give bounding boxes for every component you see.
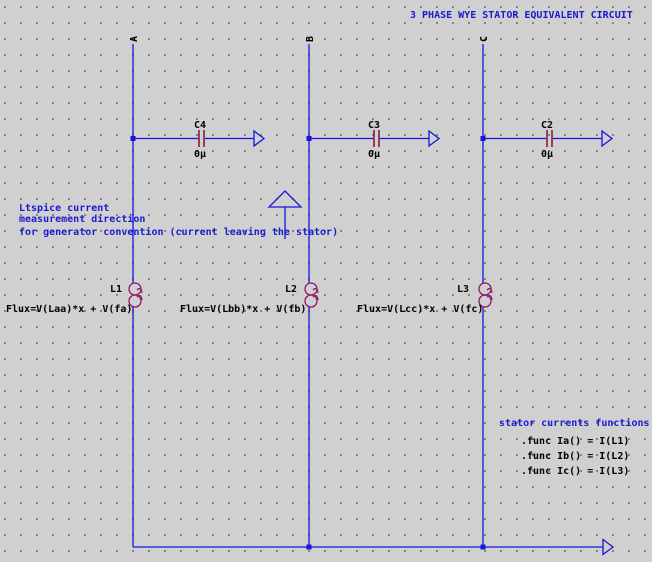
l3-inductor-symbol[interactable] [478, 282, 493, 308]
l3-name-label: L3 [457, 284, 469, 295]
phase-a-branch[interactable]: A C4 0µ L1 Flux=V(Laa)*x + V(fa) [6, 36, 266, 547]
l1-inductor-symbol[interactable] [128, 282, 143, 308]
l2-coil-lower [304, 294, 318, 308]
l1-name-label: L1 [110, 284, 122, 295]
c2-value-label: 0µ [541, 149, 553, 160]
l2-inductor-symbol[interactable] [304, 282, 319, 308]
phase-b-branch[interactable]: B C3 0µ L2 Flux=V(Lbb)*x + V(fb) [180, 36, 441, 547]
current-direction-arrow [267, 190, 303, 239]
c3-value-label: 0µ [368, 149, 380, 160]
phase-b-net-label: B [305, 36, 316, 42]
phase-b-port-arrow[interactable] [428, 129, 441, 148]
func-ic-directive[interactable]: .func Ic() = I(L3) [521, 466, 629, 477]
neutral-junction-c [480, 544, 486, 550]
phase-a-port-arrow[interactable] [253, 129, 266, 148]
current-note-line-3: for generator convention (current leavin… [19, 226, 338, 238]
c2-name-label: C2 [541, 120, 553, 131]
c4-name-label: C4 [194, 120, 206, 131]
l1-flux-expression: Flux=V(Laa)*x + V(fa) [6, 304, 132, 315]
current-arrow-head [267, 190, 303, 208]
func-ia-directive[interactable]: .func Ia() = I(L1) [521, 436, 629, 447]
l3-coil-lower [478, 294, 492, 308]
schematic-title: 3 PHASE WYE STATOR EQUIVALENT CIRCUIT [410, 10, 633, 21]
c4-value-label: 0µ [194, 149, 206, 160]
l3-flux-expression: Flux=V(Lcc)*x + V(fc) [357, 304, 483, 315]
current-note-line-1: Ltspice current [19, 202, 109, 214]
phase-c-net-label: C [479, 36, 490, 42]
current-note-line-2: measurement direction [19, 213, 145, 225]
l1-coil-core [136, 287, 143, 301]
phase-c-port-arrow[interactable] [601, 129, 614, 148]
l1-coil-lower [128, 294, 142, 308]
l2-flux-expression: Flux=V(Lbb)*x + V(fb) [180, 304, 306, 315]
l2-coil-core [312, 287, 319, 301]
c3-name-label: C3 [368, 120, 380, 131]
functions-heading: stator currents functions [499, 417, 650, 429]
phase-c-branch[interactable]: C C2 0µ L3 Flux=V(Lcc)*x + V(fc) [357, 36, 614, 547]
l2-name-label: L2 [285, 284, 297, 295]
neutral-junction-b [306, 544, 312, 550]
phase-a-net-label: A [129, 36, 140, 42]
neutral-port-arrow[interactable] [602, 538, 615, 556]
l3-coil-core [486, 287, 493, 301]
func-ib-directive[interactable]: .func Ib() = I(L2) [521, 451, 629, 462]
